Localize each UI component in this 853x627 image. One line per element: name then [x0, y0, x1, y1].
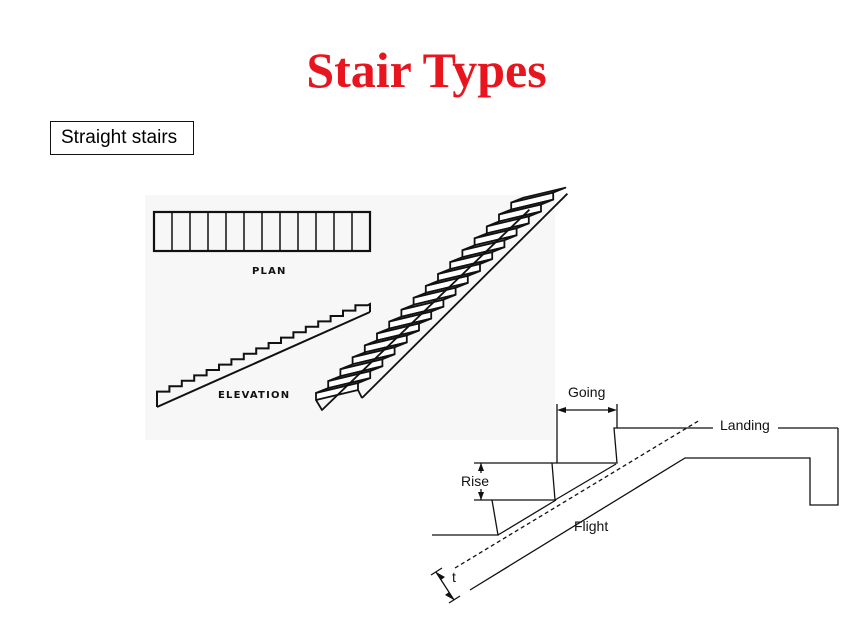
riser-diag-2 — [554, 463, 617, 501]
elevation-label: ELEVATION — [218, 390, 290, 401]
rise-arrow-top — [478, 463, 484, 471]
going-arrow-right — [608, 407, 617, 413]
plan-label: PLAN — [252, 266, 287, 277]
landing-slab — [469, 428, 839, 591]
stair-slab-edge — [361, 193, 569, 399]
step-profile — [432, 427, 680, 536]
elevation-view — [156, 302, 371, 408]
going-arrow-left — [557, 407, 566, 413]
thickness-ext-top — [430, 567, 443, 576]
stair-slab-edge — [357, 389, 363, 399]
riser-diag-1 — [497, 499, 557, 536]
thickness-arrow-bottom — [445, 592, 454, 600]
thickness-label: t — [452, 569, 456, 585]
elevation-steps — [156, 302, 371, 397]
going-label: Going — [568, 384, 605, 400]
elevation-soffit — [156, 311, 371, 408]
stair-section-diagram — [430, 404, 839, 604]
slide-title: Stair Types — [306, 42, 547, 98]
rise-label: Rise — [461, 473, 489, 489]
rise-arrow-bottom — [478, 492, 484, 500]
isometric-stair — [315, 186, 569, 411]
plan-view — [152, 210, 372, 253]
thickness-arrow-top — [436, 572, 445, 580]
flight-label: Flight — [574, 518, 608, 534]
thickness-ext-bottom — [448, 595, 461, 604]
landing-label: Landing — [720, 417, 770, 433]
pitch-line — [454, 419, 701, 569]
stair-slab-edge — [315, 209, 531, 411]
subtitle-box: Straight stairs — [50, 121, 194, 155]
